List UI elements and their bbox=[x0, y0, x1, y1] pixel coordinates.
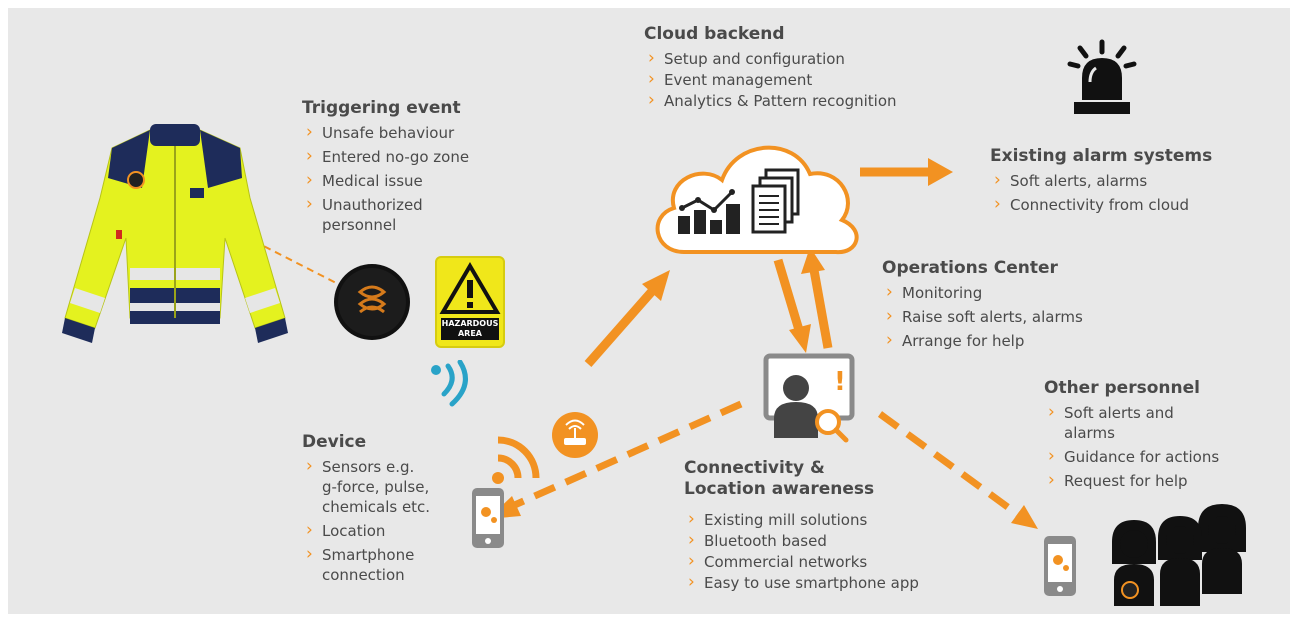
phone-signal-icon bbox=[492, 436, 540, 484]
device-title: Device bbox=[302, 432, 367, 452]
list-item: Arrange for help bbox=[882, 330, 1122, 351]
list-item: Monitoring bbox=[882, 282, 1122, 303]
list-item: Medical issue bbox=[302, 170, 492, 191]
jacket-illustration bbox=[62, 124, 288, 343]
connectivity-list: Existing mill solutions Bluetooth based … bbox=[684, 509, 984, 593]
alarm-systems-list: Soft alerts, alarms Connectivity from cl… bbox=[990, 170, 1260, 215]
personnel-group-icon bbox=[1112, 504, 1246, 606]
triggering-event-block: Triggering event Unsafe behaviour Entere… bbox=[302, 98, 492, 239]
operations-center-block: Operations Center Monitoring Raise soft … bbox=[882, 258, 1122, 355]
list-item: Event management bbox=[644, 69, 924, 90]
other-personnel-title: Other personnel bbox=[1044, 378, 1200, 398]
other-personnel-list: Soft alerts and alarms Guidance for acti… bbox=[1044, 402, 1264, 491]
list-item: Bluetooth based bbox=[684, 530, 984, 551]
connectivity-title: Connectivity & Location awareness bbox=[684, 458, 984, 500]
wireless-signal-icon bbox=[431, 360, 468, 407]
arrow-cloud-to-operations bbox=[773, 258, 811, 353]
router-icon bbox=[552, 412, 598, 458]
diagram-canvas: HAZARDOUS AREA bbox=[8, 8, 1290, 614]
list-item: Raise soft alerts, alarms bbox=[882, 306, 1122, 327]
list-item: Entered no-go zone bbox=[302, 146, 492, 167]
list-item: Request for help bbox=[1044, 470, 1264, 491]
connectivity-block: Connectivity & Location awareness Existi… bbox=[684, 458, 984, 594]
list-item: Existing mill solutions bbox=[684, 509, 984, 530]
cloud-backend-block: Cloud backend Setup and configuration Ev… bbox=[644, 24, 924, 112]
operator-monitor-icon: ! bbox=[763, 353, 855, 443]
triggering-event-list: Unsafe behaviour Entered no-go zone Medi… bbox=[302, 122, 492, 235]
list-item: Connectivity from cloud bbox=[990, 194, 1260, 215]
other-personnel-block: Other personnel Soft alerts and alarms G… bbox=[1044, 378, 1264, 495]
connectivity-title-line1: Connectivity & bbox=[684, 458, 825, 478]
list-item: Easy to use smartphone app bbox=[684, 572, 984, 593]
alarm-systems-block: Existing alarm systems Soft alerts, alar… bbox=[990, 146, 1260, 219]
list-item: Soft alerts, alarms bbox=[990, 170, 1260, 191]
device-list: Sensors e.g. g-force, pulse, chemicals e… bbox=[302, 456, 462, 585]
list-item: Commercial networks bbox=[684, 551, 984, 572]
operations-center-title: Operations Center bbox=[882, 258, 1058, 278]
list-item: Unsafe behaviour bbox=[302, 122, 492, 143]
warning-triangle-icon bbox=[439, 262, 501, 314]
list-item: Setup and configuration bbox=[644, 48, 924, 69]
arrow-operations-to-personnel bbox=[877, 411, 1038, 529]
smartphone-icon bbox=[472, 488, 504, 548]
documents-icon bbox=[751, 168, 800, 234]
alarm-beacon-icon bbox=[1067, 39, 1137, 114]
list-item: Smartphone connection bbox=[302, 544, 422, 585]
hazard-sign-icon: HAZARDOUS AREA bbox=[435, 256, 505, 348]
device-block: Device Sensors e.g. g-force, pulse, chem… bbox=[302, 432, 462, 589]
svg-text:!: ! bbox=[834, 367, 846, 397]
list-item: Analytics & Pattern recognition bbox=[644, 90, 924, 111]
list-item: Location bbox=[302, 520, 462, 541]
router-glyph bbox=[564, 419, 586, 445]
list-item: Soft alerts and alarms bbox=[1044, 402, 1194, 443]
operations-center-list: Monitoring Raise soft alerts, alarms Arr… bbox=[882, 282, 1122, 351]
list-item: Guidance for actions bbox=[1044, 446, 1264, 467]
analytics-chart-icon bbox=[678, 189, 740, 234]
arrow-cloud-to-alarms bbox=[860, 158, 953, 186]
hazard-sign-line2: AREA bbox=[457, 329, 482, 338]
cloud-backend-title: Cloud backend bbox=[644, 24, 785, 44]
alarm-systems-title: Existing alarm systems bbox=[990, 146, 1213, 166]
connectivity-title-line2: Location awareness bbox=[684, 479, 875, 499]
list-item: Sensors e.g. g-force, pulse, chemicals e… bbox=[302, 456, 432, 517]
wearable-sensor-icon bbox=[334, 264, 410, 340]
connector-layer bbox=[135, 158, 1038, 529]
arrow-device-to-cloud bbox=[584, 270, 670, 367]
cloud-backend-list: Setup and configuration Event management… bbox=[644, 48, 924, 111]
arrow-operations-to-cloud bbox=[801, 247, 833, 349]
personnel-smartphone-icon bbox=[1044, 536, 1076, 596]
hazard-sign-line1: HAZARDOUS bbox=[441, 319, 499, 328]
list-item: Unauthorized personnel bbox=[302, 194, 432, 235]
triggering-event-title: Triggering event bbox=[302, 98, 461, 118]
